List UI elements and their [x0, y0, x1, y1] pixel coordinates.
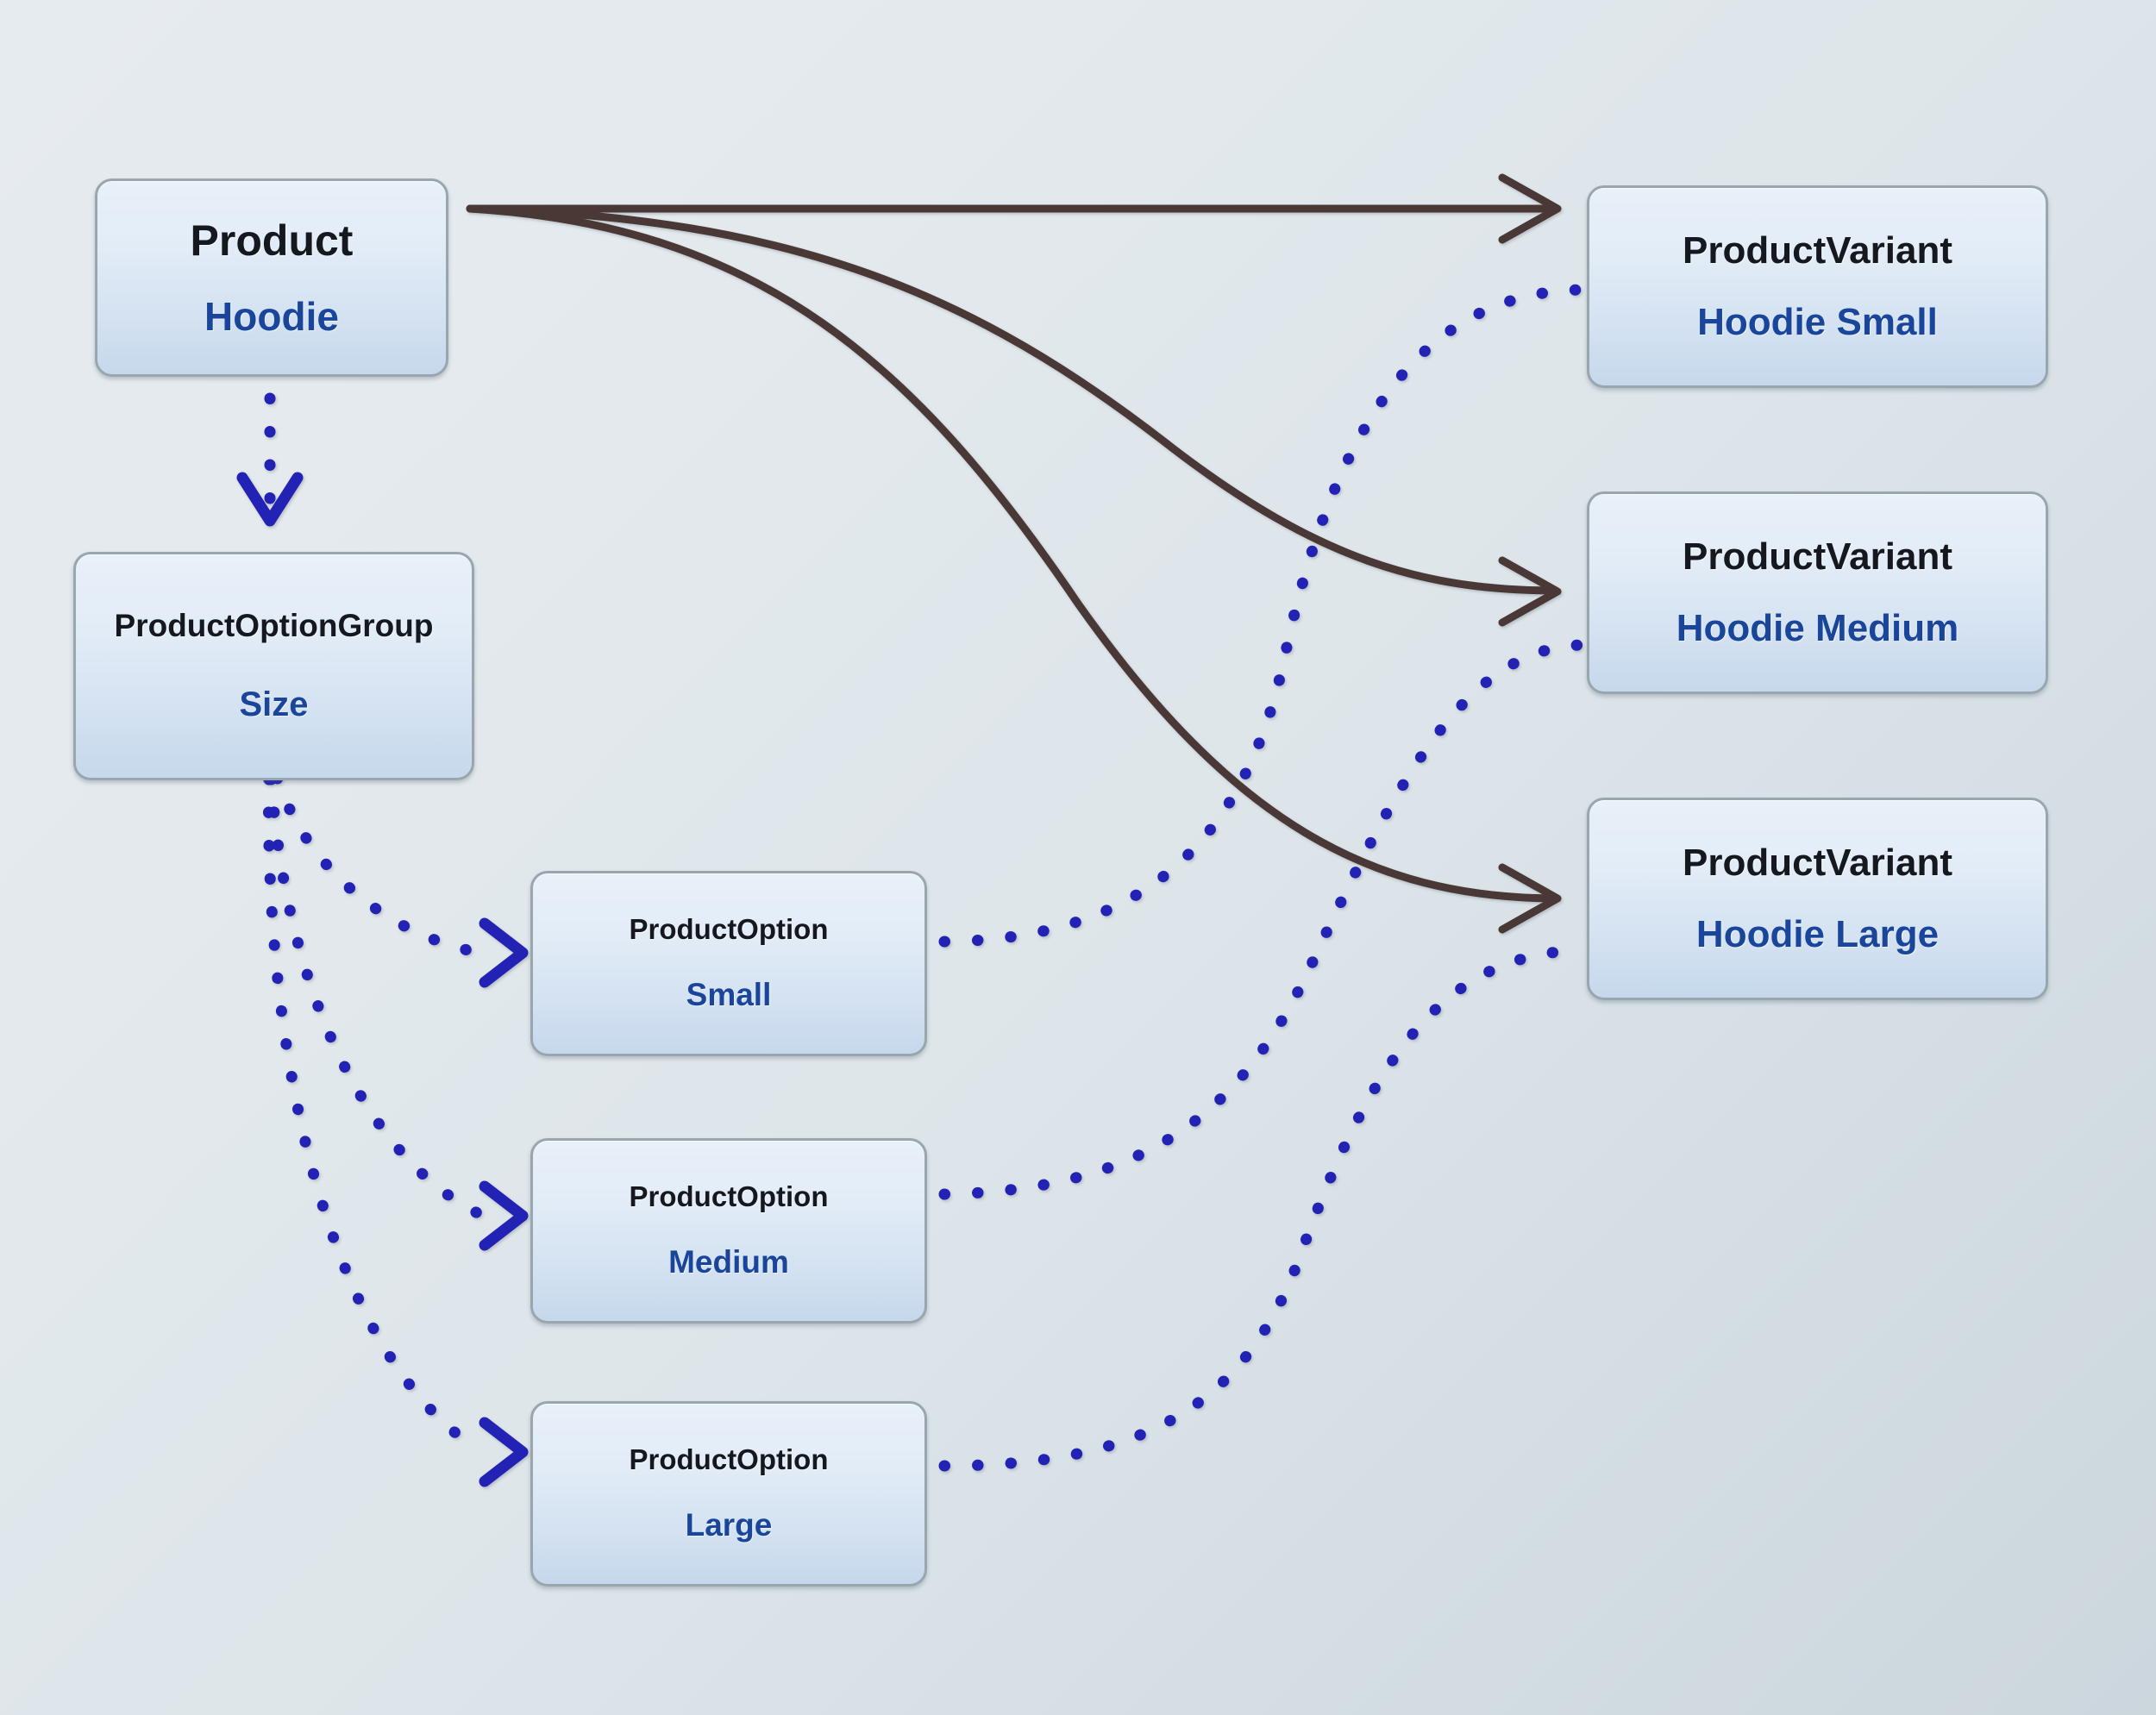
node-product-variant-hoodie-small[interactable]: ProductVariant Hoodie Small [1587, 185, 2048, 388]
node-product-option-group-type: ProductOptionGroup [114, 608, 434, 644]
edge-optiongroup-to-option-medium [264, 740, 486, 1220]
node-product-option-medium[interactable]: ProductOption Medium [530, 1138, 927, 1324]
edge-product-to-variant-large [466, 204, 1557, 903]
arrowhead-option-large [479, 1417, 529, 1487]
solid-edges-group [466, 173, 1562, 934]
arrowhead-variant-small [1498, 173, 1562, 244]
edge-option-large-to-variant-large [938, 944, 1589, 1472]
node-product-variant-hoodie-large[interactable]: ProductVariant Hoodie Large [1587, 798, 2048, 1000]
node-product-type: Product [190, 216, 354, 265]
node-product-option-small-value: Small [686, 977, 772, 1013]
arrowhead-variant-medium [1498, 556, 1562, 627]
arrowhead-optiongroup [236, 472, 304, 527]
node-product-option-large[interactable]: ProductOption Large [530, 1401, 927, 1587]
node-product-variant-hoodie-small-type: ProductVariant [1683, 229, 1952, 272]
edge-option-small-to-variant-small [938, 284, 1589, 948]
node-product-value: Hoodie [204, 294, 339, 340]
node-product-option-large-value: Large [685, 1507, 773, 1543]
edge-optiongroup-to-option-large [263, 740, 486, 1456]
node-product-variant-hoodie-large-value: Hoodie Large [1695, 912, 1940, 955]
node-product-option-small-type: ProductOption [629, 912, 829, 945]
node-product-option-small[interactable]: ProductOption Small [530, 871, 927, 1056]
node-product[interactable]: Product Hoodie [95, 178, 448, 377]
node-product-variant-hoodie-medium-value: Hoodie Medium [1676, 606, 1959, 649]
arrowhead-option-small [479, 917, 529, 988]
node-product-variant-hoodie-large-type: ProductVariant [1683, 842, 1952, 885]
node-product-variant-hoodie-small-value: Hoodie Small [1697, 300, 1938, 343]
node-product-option-medium-value: Medium [668, 1244, 789, 1280]
node-product-variant-hoodie-medium-type: ProductVariant [1683, 535, 1952, 579]
node-product-variant-hoodie-medium[interactable]: ProductVariant Hoodie Medium [1587, 491, 2048, 694]
node-product-option-medium-type: ProductOption [629, 1180, 829, 1212]
arrowhead-variant-large [1498, 863, 1562, 934]
arrowhead-option-medium [479, 1180, 529, 1251]
node-product-option-group[interactable]: ProductOptionGroup Size [73, 552, 474, 780]
node-product-option-large-type: ProductOption [629, 1443, 829, 1475]
edge-product-to-variant-medium [466, 204, 1557, 595]
node-product-option-group-value: Size [239, 685, 309, 723]
edge-option-medium-to-variant-medium [938, 639, 1589, 1200]
